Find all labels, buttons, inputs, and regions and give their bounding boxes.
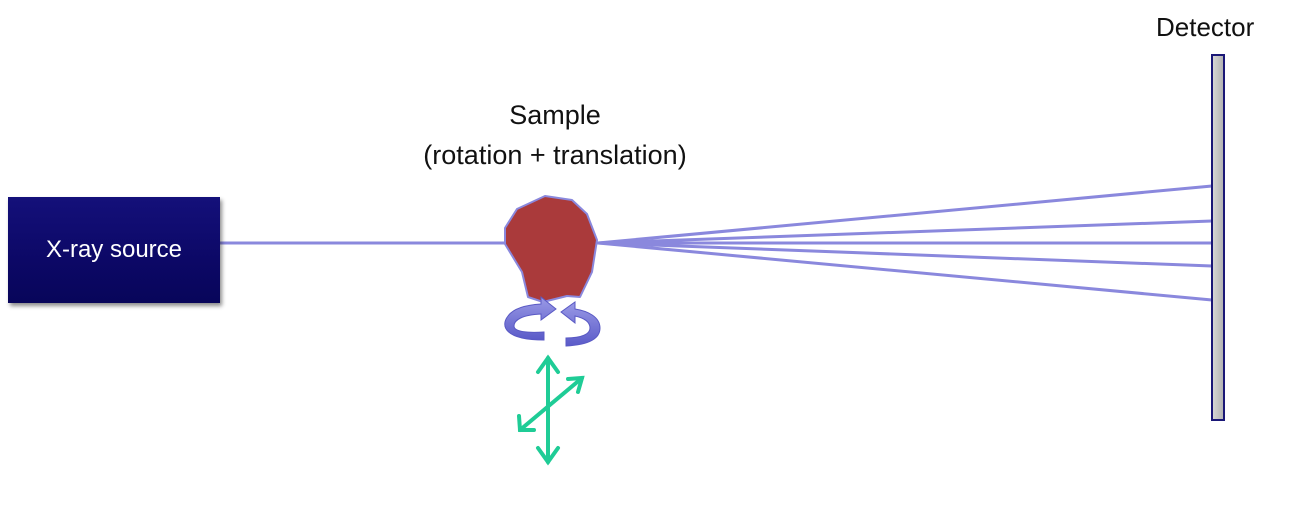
beam-ray — [596, 219, 1214, 245]
xray-source-box: X-ray source — [8, 197, 220, 303]
rotation-arrow-icon — [504, 295, 601, 347]
scattered-beams — [596, 184, 1214, 302]
detector-panel — [1211, 54, 1225, 421]
sample-sublabel: (rotation + translation) — [423, 140, 687, 170]
translation-arrows-icon — [517, 354, 585, 466]
sample-label: Sample — [509, 100, 601, 130]
xray-source-label: X-ray source — [45, 236, 183, 263]
beam-ray — [596, 241, 1214, 268]
beam-ray — [596, 184, 1214, 245]
detector-label: Detector — [1156, 12, 1255, 42]
sample-shape — [504, 195, 598, 303]
beam-ray — [596, 241, 1214, 302]
